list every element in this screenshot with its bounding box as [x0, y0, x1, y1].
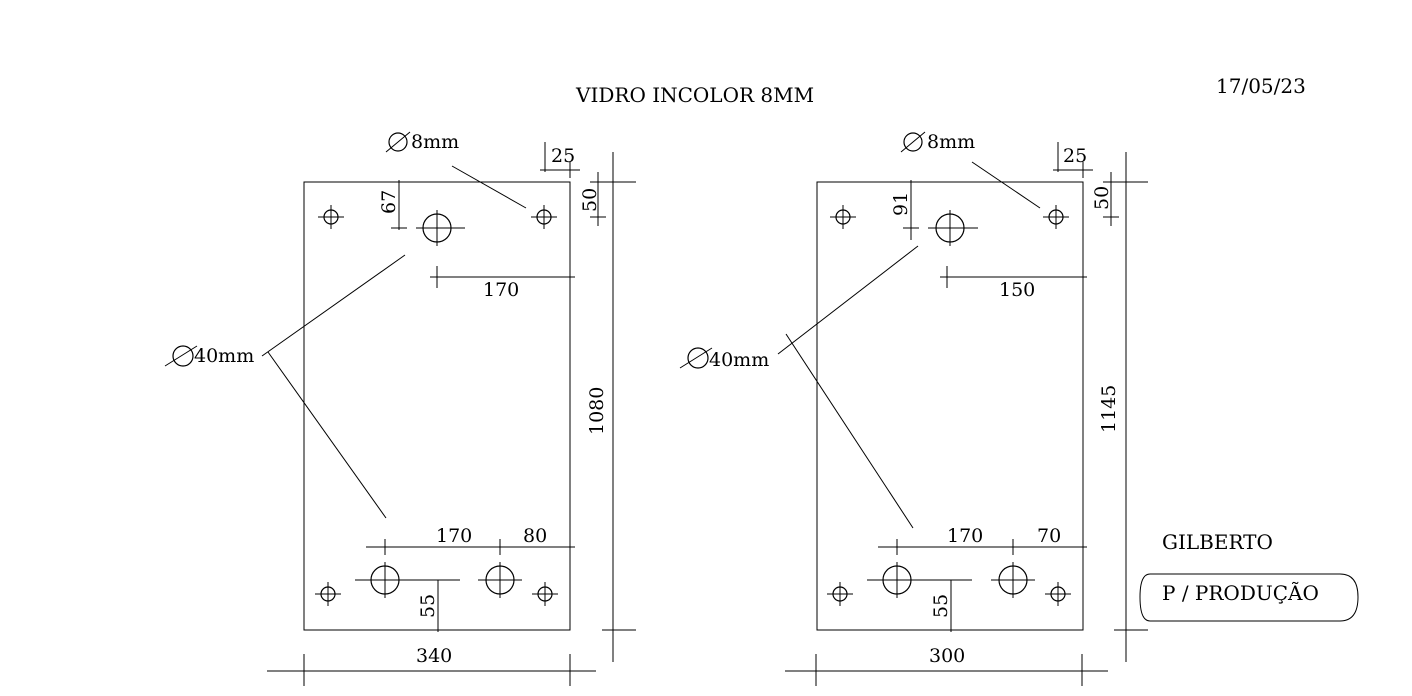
dim-upper-hole-x-right-value: 150: [999, 279, 1035, 301]
small-hole-bottom-left: [315, 582, 341, 606]
small-hole-top-left: [318, 205, 344, 229]
glass-outline-left: [303, 181, 571, 631]
dim-lower-spacing-left-value: 170: [436, 525, 472, 547]
dim-upper-hole-x-right: [940, 266, 1087, 288]
dim-top-corner-right-value: 25: [1063, 145, 1087, 167]
leader-8mm-left: [385, 131, 527, 209]
small-hole-top-right: [531, 205, 557, 229]
label-40mm-left: 40mm: [194, 345, 254, 367]
dim-width-left-value: 340: [416, 645, 452, 667]
dim-upper-hole-depth-left: [391, 180, 407, 230]
dim-upper-hole-x-left-value: 170: [483, 279, 519, 301]
drawing-title: VIDRO INCOLOR 8MM: [575, 83, 814, 107]
dim-lower-hole-depth-right-value: 55: [930, 594, 952, 618]
label-8mm-right: 8mm: [927, 131, 975, 153]
large-hole-top: [416, 210, 465, 246]
dim-top-corner-right: [1053, 142, 1093, 178]
status-label: P / PRODUÇÃO: [1162, 581, 1319, 605]
dim-width-right-value: 300: [929, 645, 965, 667]
leader-40mm-right: [679, 245, 919, 529]
dim-upper-hole-depth-right: [903, 180, 919, 240]
dim-upper-hole-depth-left-value: 67: [378, 190, 400, 214]
small-hole-bottom-right: [532, 582, 558, 606]
dim-width-left: [267, 654, 596, 686]
dim-top-offset-right-value: 50: [1091, 186, 1113, 210]
dim-top-corner-left-value: 25: [551, 145, 575, 167]
dim-lower-hole-depth-left-value: 55: [417, 594, 439, 618]
label-40mm-right: 40mm: [709, 349, 769, 371]
dim-width-right: [785, 654, 1108, 686]
glass-outline-right: [816, 181, 1084, 631]
label-8mm-left: 8mm: [411, 131, 459, 153]
dim-lower-spacing-right: [878, 539, 1087, 555]
large-hole-top: [928, 210, 978, 246]
dim-lower-spacing-right-value: 170: [947, 525, 983, 547]
small-hole-top-left: [830, 205, 856, 229]
glass-panel-right: 8mm 40mm 25 50 91: [679, 131, 1148, 686]
dim-lower-spacing-left: [366, 539, 575, 555]
dim-upper-hole-depth-right-value: 91: [890, 192, 912, 216]
dim-lower-edge-left-value: 80: [523, 525, 547, 547]
dim-height-left: [602, 152, 636, 662]
drawing-date: 17/05/23: [1216, 74, 1306, 98]
dim-height-left-value: 1080: [586, 387, 608, 435]
status-box: [1139, 573, 1359, 622]
small-hole-bottom-left: [827, 582, 853, 606]
dim-height-right: [1114, 152, 1148, 662]
leader-40mm-left: [164, 254, 406, 519]
small-hole-top-right: [1043, 205, 1069, 229]
dim-height-right-value: 1145: [1098, 385, 1120, 433]
small-hole-bottom-right: [1045, 582, 1071, 606]
dim-top-corner-left: [540, 142, 580, 178]
large-hole-bottom-right: [991, 562, 1035, 598]
large-hole-bottom-left: [355, 562, 460, 598]
dim-lower-edge-right-value: 70: [1037, 525, 1061, 547]
large-hole-bottom-right: [478, 562, 522, 598]
dim-upper-hole-x-left: [430, 266, 575, 288]
author-name: GILBERTO: [1162, 530, 1273, 554]
glass-panel-left: 8mm 40mm 25 50 67: [164, 131, 636, 686]
leader-8mm-right: [900, 131, 1041, 209]
dim-top-offset-left-value: 50: [579, 188, 601, 212]
large-hole-bottom-left: [867, 562, 972, 598]
